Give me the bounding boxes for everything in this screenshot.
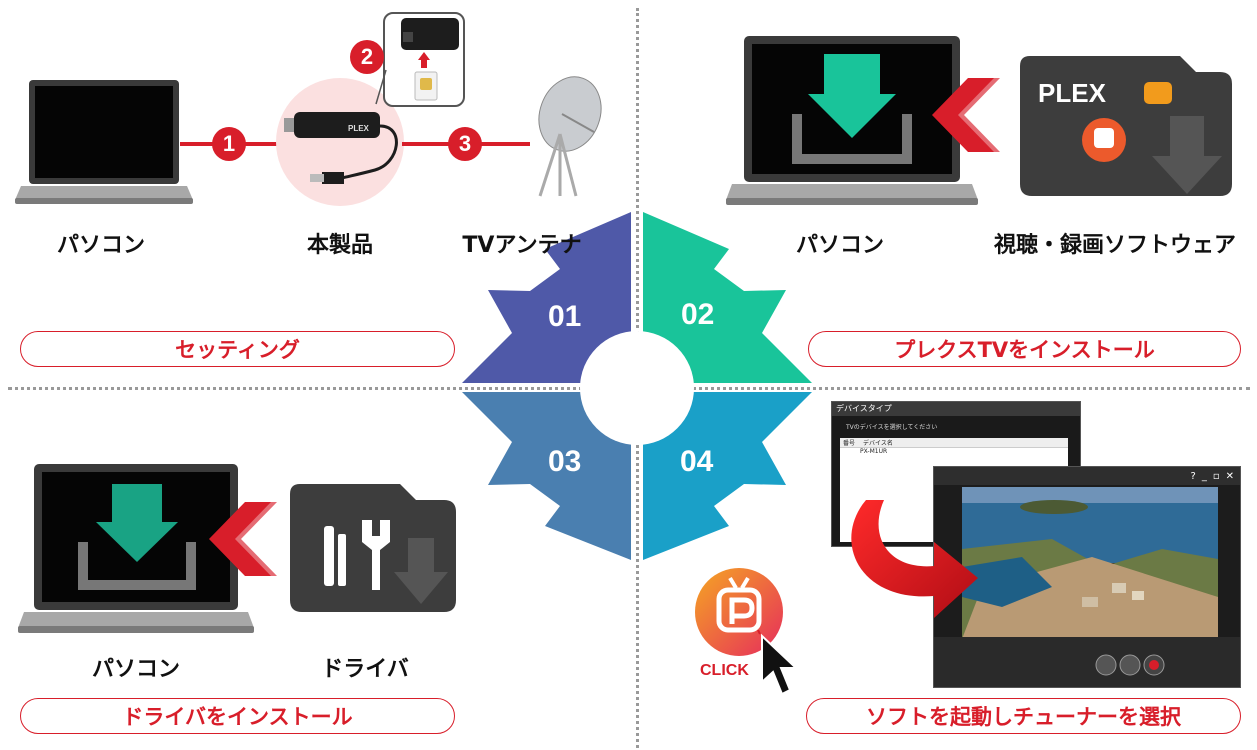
close-icon[interactable]: ✕ xyxy=(1225,470,1234,482)
step-03-number: 03 xyxy=(548,445,582,478)
step-01-title: セッティング xyxy=(20,331,455,367)
step-01-shape xyxy=(462,212,631,383)
step-02-shape xyxy=(643,212,812,383)
pointer-line xyxy=(375,69,387,105)
help-icon[interactable]: ? xyxy=(1190,470,1196,482)
marker-3: 3 xyxy=(448,127,482,161)
tuner-device-icon: PLEX xyxy=(284,112,398,184)
step-03-shape xyxy=(462,392,631,560)
marker-1: 1 xyxy=(212,127,246,161)
tv-player-window: ? _ ▫ ✕ xyxy=(933,466,1241,688)
laptop-icon xyxy=(15,80,193,204)
driver-folder-icon xyxy=(290,484,456,612)
laptop-driver-download-icon xyxy=(18,464,254,633)
chevron-left-icon xyxy=(932,78,1008,152)
tv-picture xyxy=(962,487,1218,639)
minimize-icon[interactable]: _ xyxy=(1201,470,1207,482)
product-label: 本製品 xyxy=(306,233,374,258)
software-label: 視聴・録画ソフトウェア xyxy=(993,233,1237,258)
dialog-prompt: TVのデバイスを選択してください xyxy=(846,424,938,431)
step-04-number: 04 xyxy=(680,445,714,478)
pc-label-driver: パソコン xyxy=(91,657,181,682)
sim-card-icon xyxy=(401,18,459,101)
dialog-title: デバイスタイプ xyxy=(832,402,1080,416)
step-03-title: ドライバをインストール xyxy=(20,698,455,734)
step-cross-diagram xyxy=(462,212,812,560)
pc-label-plex: パソコン xyxy=(795,233,885,258)
device-row-name: PX-M1UR xyxy=(860,448,888,455)
playback-controls[interactable] xyxy=(1094,653,1166,677)
laptop-download-icon xyxy=(726,36,978,205)
plex-logo-text: PLEX xyxy=(1038,78,1107,108)
col-number: 番号 xyxy=(843,440,856,447)
curved-arrow-icon xyxy=(851,500,978,618)
antenna-label: TVアンテナ xyxy=(462,233,582,258)
driver-label: ドライバ xyxy=(321,657,409,682)
antenna-icon xyxy=(538,76,602,197)
step-04-shape xyxy=(643,392,812,560)
chevron-left-icon xyxy=(209,502,285,576)
mouse-cursor-icon xyxy=(757,630,799,696)
step-04-title: ソフトを起動しチューナーを選択 xyxy=(806,698,1241,734)
step-01-number: 01 xyxy=(548,300,582,333)
pc-label-setting: パソコン xyxy=(56,233,146,258)
marker-2: 2 xyxy=(350,40,384,74)
click-label: CLICK xyxy=(700,662,749,679)
window-icon[interactable]: ▫ xyxy=(1212,470,1220,482)
device-row[interactable]: PX-M1UR xyxy=(840,448,1068,455)
step-02-number: 02 xyxy=(681,298,715,331)
step-02-title: プレクスTVをインストール xyxy=(808,331,1241,367)
software-folder-icon: PLEX xyxy=(1020,56,1232,196)
device-brand-text: PLEX xyxy=(348,124,370,133)
col-device: デバイス名 xyxy=(863,440,893,447)
product-background-circle xyxy=(276,78,404,206)
